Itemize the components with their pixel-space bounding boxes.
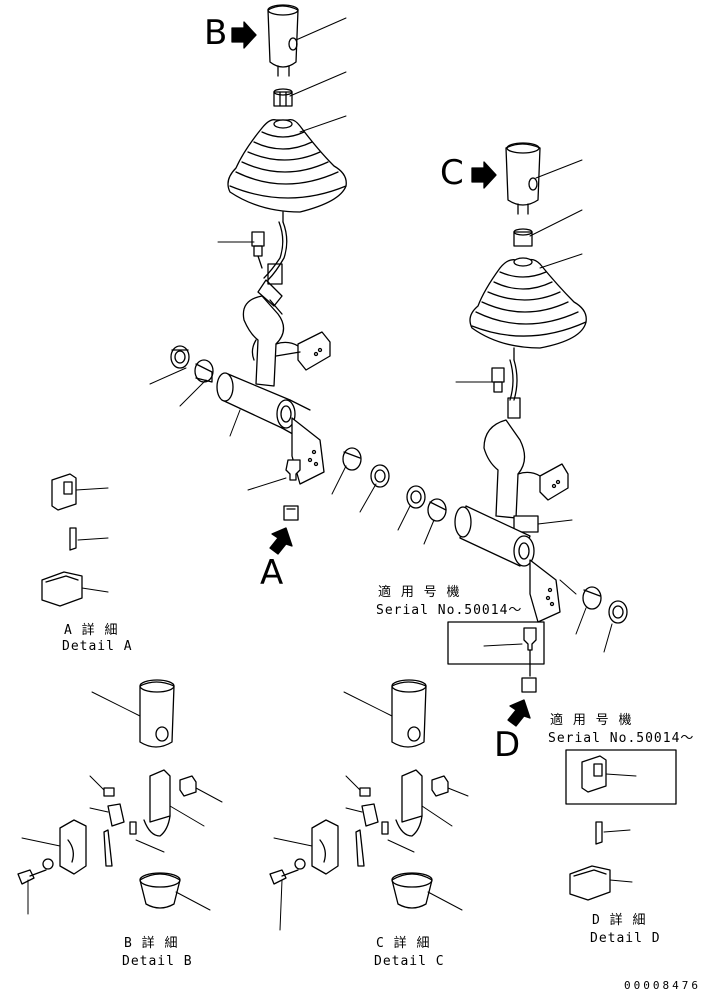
view-arrows [232,22,530,726]
detail-a-title-en: Detail A [62,639,133,654]
right-tube [455,506,534,566]
left-harness [252,222,287,306]
left-boot [228,120,346,222]
left-nut [274,89,292,106]
detail-d-title-en: Detail D [590,931,661,946]
right-harness [492,360,520,418]
detail-a-parts [42,474,108,606]
serial-note-d-en: Serial No.50014～ [548,731,695,746]
view-arrow-d [508,700,530,726]
detail-b-title-en: Detail B [122,954,193,969]
view-arrow-c [472,162,496,188]
view-arrow-b [232,22,256,48]
left-bottom-switch [284,460,300,520]
view-label-d: D [494,725,521,765]
left-lever-body [243,296,330,386]
right-lower-bracket [530,560,560,622]
right-lever-assembly [448,143,627,692]
right-leader-lines [456,160,612,652]
detail-c-title-en: Detail C [374,954,445,969]
detail-d-parts [566,750,676,900]
right-serial-box [448,622,544,692]
view-label-c: C [440,153,464,193]
detail-a-title-jp: A 詳 細 [64,623,119,638]
serial-note-lever-en: Serial No.50014～ [376,603,523,618]
left-lever-assembly [150,5,446,544]
right-nut [514,229,532,246]
detail-b-title-jp: B 詳 細 [124,936,179,951]
left-leader-lines [150,18,434,544]
left-knob [268,5,298,76]
left-tube [217,373,310,438]
detail-d-title-jp: D 詳 細 [592,913,647,928]
right-boot [470,258,586,360]
serial-note-d-jp: 適 用 号 機 [550,713,633,728]
view-label-b: B [204,13,228,53]
detail-c-title-jp: C 詳 細 [376,936,431,951]
right-lever-body [484,420,568,532]
left-bushings [171,346,446,521]
right-bushings [583,587,627,623]
drawing-number: 00008476 [624,979,701,992]
detail-c-parts [270,680,468,930]
right-knob [506,143,540,214]
serial-note-lever-jp: 適 用 号 機 [378,585,461,600]
view-label-a: A [260,553,284,593]
view-arrow-a [270,528,292,554]
detail-b-parts [18,680,222,914]
